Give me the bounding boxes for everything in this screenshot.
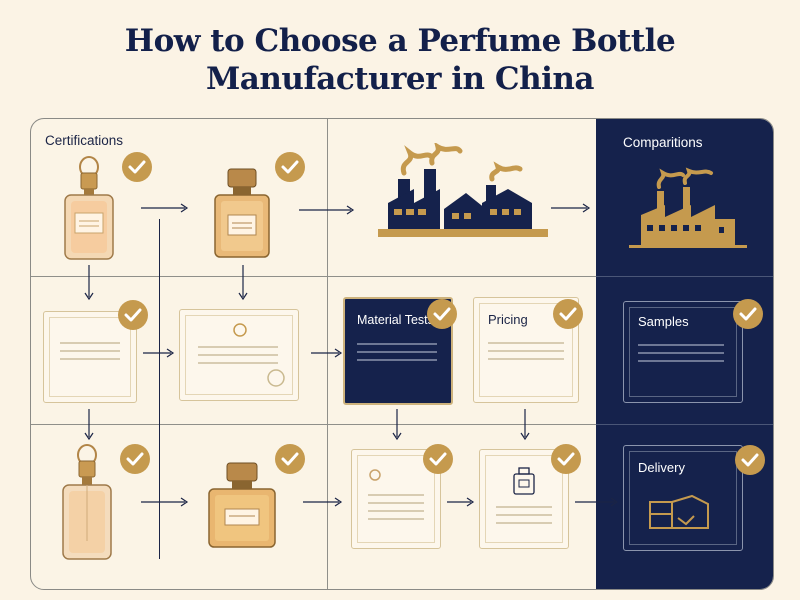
perfume-bottle-icon	[513, 467, 535, 495]
seal-icon	[369, 469, 381, 481]
perfume-bottle-icon	[214, 168, 270, 258]
check-badge-icon	[118, 300, 148, 330]
label-certifications: Certifications	[45, 133, 124, 148]
title-line-2: Manufacturer in China	[205, 61, 595, 97]
title-line-1: How to Choose a Perfume Bottle	[124, 23, 676, 59]
arrow-icon	[238, 265, 248, 301]
delivery-card: Delivery	[623, 445, 743, 551]
arrow-icon	[392, 409, 402, 441]
check-badge-icon	[551, 444, 581, 474]
arrow-icon	[311, 348, 343, 358]
seal-icon	[233, 323, 247, 337]
samples-card: Samples	[623, 301, 743, 403]
connector-line	[159, 219, 160, 559]
certificate-card	[179, 309, 299, 401]
check-badge-icon	[423, 444, 453, 474]
grid-divider	[31, 424, 596, 425]
label-comparisons: Comparitions	[623, 135, 703, 150]
check-badge-icon	[733, 299, 763, 329]
stamp-icon	[267, 369, 285, 387]
label-material-tests: Material Tests	[357, 313, 434, 327]
arrow-icon	[551, 203, 591, 213]
grid-divider	[596, 276, 773, 277]
grid-divider	[31, 276, 596, 277]
check-badge-icon	[275, 444, 305, 474]
factory-icon	[629, 167, 747, 248]
check-badge-icon	[735, 445, 765, 475]
arrow-icon	[299, 205, 355, 215]
grid-divider	[596, 424, 773, 425]
page-title: How to Choose a Perfume Bottle Manufactu…	[0, 22, 800, 98]
label-samples: Samples	[638, 314, 689, 329]
grid-divider	[327, 119, 328, 589]
label-delivery: Delivery	[638, 460, 685, 475]
arrow-icon	[520, 409, 530, 441]
factory-icon	[378, 143, 548, 237]
process-grid: Certifications	[30, 118, 774, 590]
check-badge-icon	[553, 299, 583, 329]
check-badge-icon	[120, 444, 150, 474]
arrow-icon	[141, 203, 189, 213]
check-badge-icon	[427, 299, 457, 329]
check-badge-icon	[122, 152, 152, 182]
arrow-icon	[575, 497, 619, 507]
perfume-bottle-icon	[64, 156, 114, 260]
box-icon	[649, 494, 709, 529]
arrow-icon	[143, 348, 175, 358]
arrow-icon	[447, 497, 475, 507]
arrow-icon	[84, 265, 94, 301]
arrow-icon	[303, 497, 343, 507]
arrow-icon	[141, 497, 189, 507]
label-pricing: Pricing	[488, 312, 528, 327]
perfume-bottle-icon	[62, 444, 112, 560]
certificate-card	[43, 311, 137, 403]
check-badge-icon	[275, 152, 305, 182]
arrow-icon	[84, 409, 94, 441]
perfume-bottle-icon	[208, 462, 276, 548]
